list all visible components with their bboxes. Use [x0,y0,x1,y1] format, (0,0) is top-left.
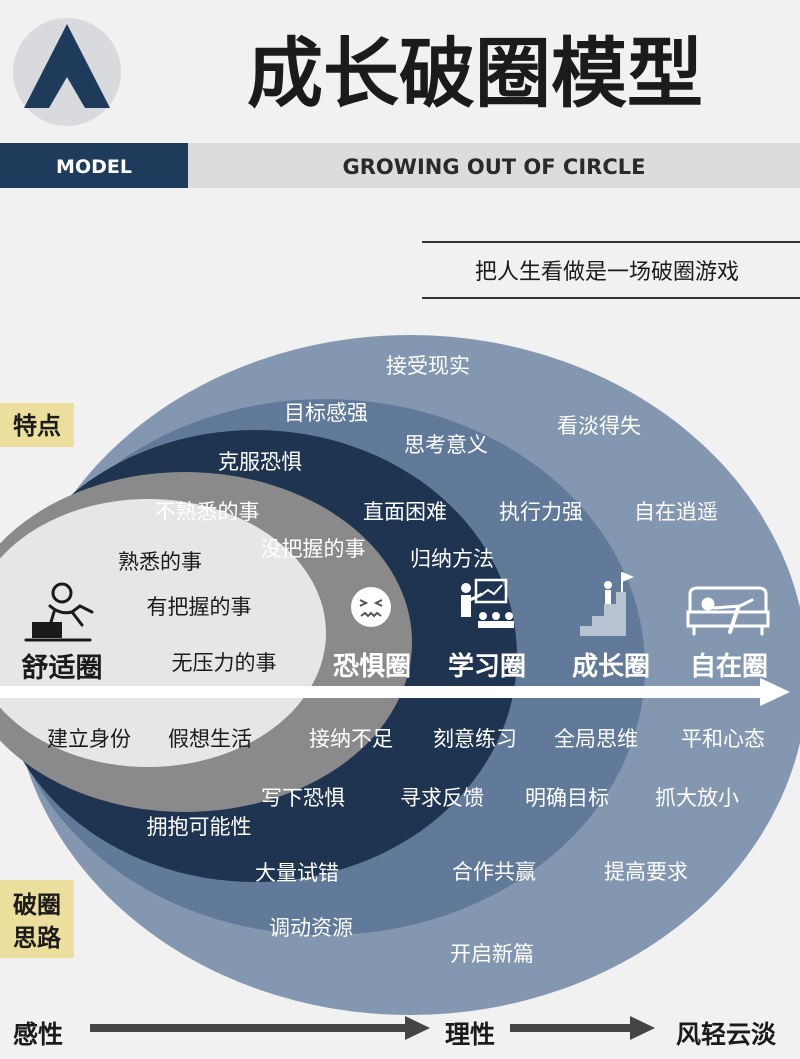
feature-growth-3: 执行力强 [499,500,583,524]
triangle-logo-notch [49,77,85,108]
zone-comfort: 舒适圈 [22,652,103,684]
features-label-bg [0,403,74,447]
anxious-face-icon [351,587,391,627]
method-freedom-1: 平和心态 [681,727,765,751]
model-tag-bg [0,143,188,188]
model-tag: MODEL [56,156,132,178]
zone-growth: 成长圈 [572,652,650,682]
method-learning-2: 寻求反馈 [400,786,484,810]
progression: 感性 理性 风轻云淡 [13,1016,777,1049]
comfort-circle [0,499,326,767]
method-freedom-4: 开启新篇 [450,942,534,966]
zone-freedom: 自在圈 [690,651,768,682]
logo [13,18,121,126]
method-learning-3: 大量试错 [255,861,339,885]
circles [0,335,800,1015]
method-growth-4: 调动资源 [269,916,353,940]
method-fear-2: 写下恐惧 [261,786,345,810]
zone-axis-arrowhead-icon [760,678,790,706]
climbing-stairs-flag-icon [580,572,634,636]
feature-comfort-1: 熟悉的事 [118,550,202,574]
feature-freedom-1: 接受现实 [386,354,470,378]
feature-learning-3: 归纳方法 [410,547,494,571]
feature-growth-1: 目标感强 [284,401,368,425]
triangle-logo-icon [24,24,110,108]
method-growth-1: 全局思维 [554,727,638,751]
breakthrough-label-bg [0,880,74,958]
relaxing-sofa-icon [686,586,770,636]
page-title: 成长破圈模型 [247,29,703,118]
zone-learning: 学习圈 [448,651,526,682]
method-freedom-2: 抓大放小 [655,786,739,810]
progression-serene: 风轻云淡 [676,1020,777,1049]
feature-growth-2: 思考意义 [404,433,488,457]
zone-icons [24,572,770,642]
feature-learning-1: 克服恐惧 [218,450,302,474]
subtitle-bar-bg [188,143,800,188]
zone-names: 舒适圈 恐惧圈 学习圈 成长圈 自在圈 [22,651,769,684]
person-at-laptop-icon [24,582,94,642]
features: 熟悉的事 有把握的事 无压力的事 不熟悉的事 没把握的事 克服恐惧 直面困难 归… [118,354,718,675]
feature-comfort-2: 有把握的事 [147,595,252,619]
method-comfort-1: 建立身份 [47,727,131,751]
progression-arrow-1-line [90,1024,410,1032]
side-labels: 特点 破圈 思路 [0,403,74,958]
progression-rational: 理性 [445,1020,495,1049]
method-growth-2: 明确目标 [525,786,609,810]
zone-axis-arrow [0,678,790,706]
feature-freedom-2: 看淡得失 [557,414,641,438]
feature-fear-1: 不熟悉的事 [155,500,260,524]
header: 成长破圈模型 MODEL GROWING OUT OF CIRCLE 把人生看做… [0,18,800,299]
zone-axis-line [0,686,762,698]
feature-learning-2: 直面困难 [363,500,447,524]
feature-fear-2: 没把握的事 [261,537,366,561]
progression-arrow-2-head-icon [630,1016,655,1040]
progression-arrow-1-head-icon [405,1016,430,1040]
zone-fear: 恐惧圈 [333,652,411,682]
feature-freedom-3: 自在逍遥 [634,500,718,524]
breakthrough-label-line2: 思路 [13,924,62,952]
teacher-at-board-icon [461,578,514,628]
methods: 建立身份 假想生活 接纳不足 写下恐惧 拥抱可能性 刻意练习 寻求反馈 大量试错… [47,727,765,966]
progression-arrow-2-line [510,1024,636,1032]
method-comfort-2: 假想生活 [168,727,252,751]
feature-comfort-3: 无压力的事 [172,651,277,675]
method-freedom-3: 提高要求 [604,860,688,884]
features-label: 特点 [13,412,61,440]
method-learning-1: 刻意练习 [433,727,517,751]
method-fear-1: 接纳不足 [309,727,393,751]
english-subtitle: GROWING OUT OF CIRCLE [343,155,646,179]
tagline: 把人生看做是一场破圈游戏 [475,260,739,285]
method-growth-3: 合作共赢 [452,860,536,884]
method-fear-3: 拥抱可能性 [147,815,252,839]
breakthrough-label-line1: 破圈 [13,891,61,919]
progression-emotional: 感性 [13,1020,63,1049]
